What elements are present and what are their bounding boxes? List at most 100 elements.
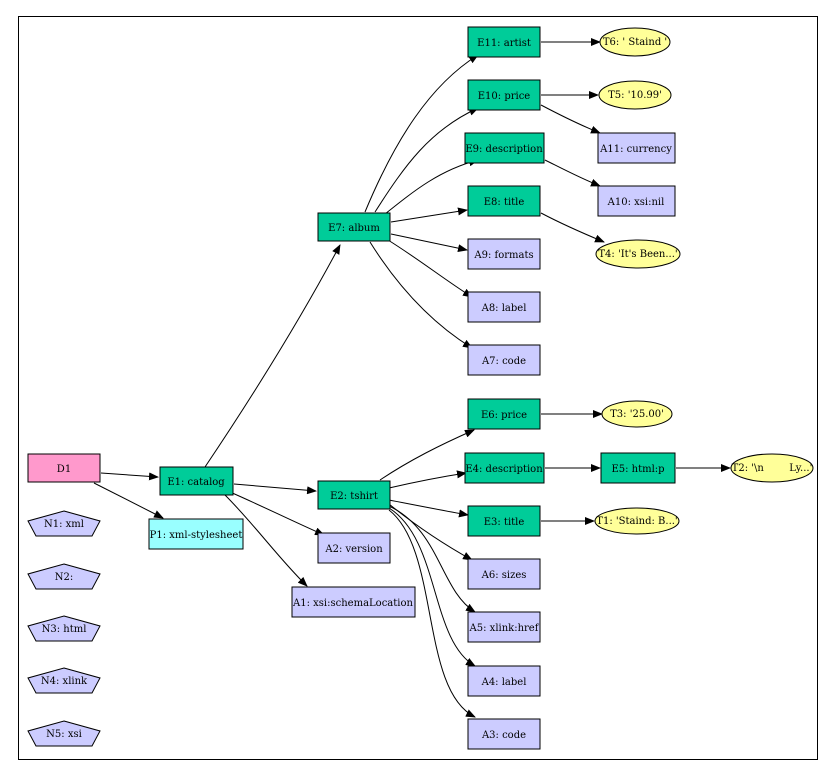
node-a8-box	[467, 291, 541, 323]
node-e6: E6: price	[467, 398, 541, 430]
node-n4: N4: xlink	[27, 667, 101, 694]
node-a10-label: A10: xsi:nil	[607, 197, 665, 208]
node-a5-label: A5: xlink:href	[469, 623, 540, 634]
node-p1: P1: xml-stylesheet	[148, 518, 244, 550]
edge-e7-e11	[364, 54, 479, 213]
node-t6-ellipse	[599, 27, 671, 57]
edge-e10-a11	[540, 104, 601, 134]
edges	[93, 38, 731, 718]
edge-e7-a7	[369, 241, 473, 349]
node-a1-label: A1: xsi:schemaLocation	[292, 598, 413, 609]
node-a11-box	[597, 132, 676, 164]
node-t5: T5: '10.99'	[598, 80, 672, 110]
node-e2-box	[317, 480, 391, 510]
diagram-frame	[18, 16, 818, 760]
edge-e2-e4	[388, 470, 467, 489]
edge-e2-a4	[388, 507, 476, 667]
edge-e9-a10	[544, 159, 601, 187]
node-a3-box	[467, 718, 541, 750]
edge-e2-a5	[388, 505, 476, 613]
node-a6: A6: sizes	[467, 558, 541, 590]
node-a11-label: A11: currency	[599, 144, 672, 155]
node-a4: A4: label	[467, 665, 541, 697]
edge-e1-e7	[204, 244, 341, 468]
nodes: D1 E1: catalog P1: xml-stylesheet A2: ve…	[27, 26, 814, 750]
node-e7-label: E7: album	[328, 223, 380, 234]
node-n2: N2:	[27, 563, 101, 590]
edge-e1-a1	[224, 494, 308, 587]
edge-e7-e10	[374, 107, 479, 213]
node-a6-box	[467, 558, 541, 590]
node-e11-box	[467, 26, 541, 58]
node-a9-box	[467, 238, 541, 270]
node-a9-label: A9: formats	[473, 250, 533, 261]
node-t4-label: T4: 'It's Been...'	[598, 249, 677, 260]
node-t6-label: T6: ' Staind '	[603, 37, 667, 48]
node-t6: T6: ' Staind '	[599, 27, 671, 57]
node-t3: T3: '25.00'	[601, 400, 673, 428]
node-t5-label: T5: '10.99'	[608, 90, 662, 101]
node-d1-box	[27, 453, 101, 483]
node-e11: E11: artist	[467, 26, 541, 58]
node-t4-ellipse	[595, 239, 681, 269]
node-e5-box	[600, 452, 676, 484]
node-n5: N5: xsi	[27, 720, 101, 747]
node-a5-box	[467, 611, 541, 643]
node-a3-label: A3: code	[481, 730, 526, 741]
node-e4: E4: description	[464, 452, 545, 484]
node-a7-box	[467, 344, 541, 376]
node-t1-ellipse	[594, 507, 680, 535]
node-a8-label: A8: label	[481, 303, 527, 314]
edge-e1-e2	[233, 483, 317, 495]
node-a9: A9: formats	[467, 238, 541, 270]
node-e9-box	[464, 132, 545, 164]
edge-e2-e3	[388, 499, 469, 518]
node-n3-shape	[27, 615, 101, 642]
node-n4-label: N4: xlink	[41, 676, 88, 687]
node-e3-label: E3: title	[484, 517, 525, 528]
node-a1: A1: xsi:schemaLocation	[291, 586, 416, 618]
node-e8: E8: title	[467, 185, 541, 217]
node-n1: N1: xml	[27, 510, 101, 537]
edge-e1-a2	[229, 491, 325, 536]
node-e8-box	[467, 185, 541, 217]
edge-d1-e1	[100, 472, 159, 481]
node-n1-label: N1: xml	[44, 519, 84, 530]
node-e5: E5: html:p	[600, 452, 676, 484]
node-a10: A10: xsi:nil	[597, 185, 676, 217]
node-t1-label: T1: 'Staind: B...'	[596, 516, 677, 527]
edge-e2-a6	[388, 503, 473, 561]
node-a2: A2: version	[317, 532, 391, 564]
node-e1-box	[159, 466, 234, 496]
node-n3: N3: html	[27, 615, 101, 642]
node-p1-box	[148, 518, 244, 550]
node-e6-box	[467, 398, 541, 430]
node-e9: E9: description	[464, 132, 545, 164]
node-a8: A8: label	[467, 291, 541, 323]
node-a7-label: A7: code	[481, 356, 526, 367]
node-n5-shape	[27, 720, 101, 747]
node-e1-label: E1: catalog	[167, 477, 225, 488]
node-e3-box	[467, 505, 541, 537]
node-e10: E10: price	[467, 79, 541, 111]
edge-e7-e9	[384, 158, 479, 215]
node-t2-label: T2: '\n Ly...'	[732, 463, 813, 474]
node-n2-label: N2:	[55, 572, 73, 583]
edge-e7-e8	[390, 207, 468, 223]
node-a6-label: A6: sizes	[481, 570, 527, 581]
edge-e2-a3	[388, 509, 476, 718]
edge-e7-a9	[390, 233, 468, 253]
node-t2: T2: '\n Ly...'	[730, 453, 814, 483]
node-e2: E2: tshirt	[317, 480, 391, 510]
node-e7: E7: album	[317, 212, 391, 242]
node-a7: A7: code	[467, 344, 541, 376]
node-e10-label: E10: price	[478, 91, 531, 102]
node-e9-label: E9: description	[465, 144, 543, 155]
node-e7-box	[317, 212, 391, 242]
node-d1-label: D1	[57, 464, 71, 475]
node-n3-label: N3: html	[42, 624, 87, 635]
node-e1: E1: catalog	[159, 466, 234, 496]
node-p1-label: P1: xml-stylesheet	[150, 530, 243, 541]
node-t4: T4: 'It's Been...'	[595, 239, 681, 269]
node-a4-box	[467, 665, 541, 697]
